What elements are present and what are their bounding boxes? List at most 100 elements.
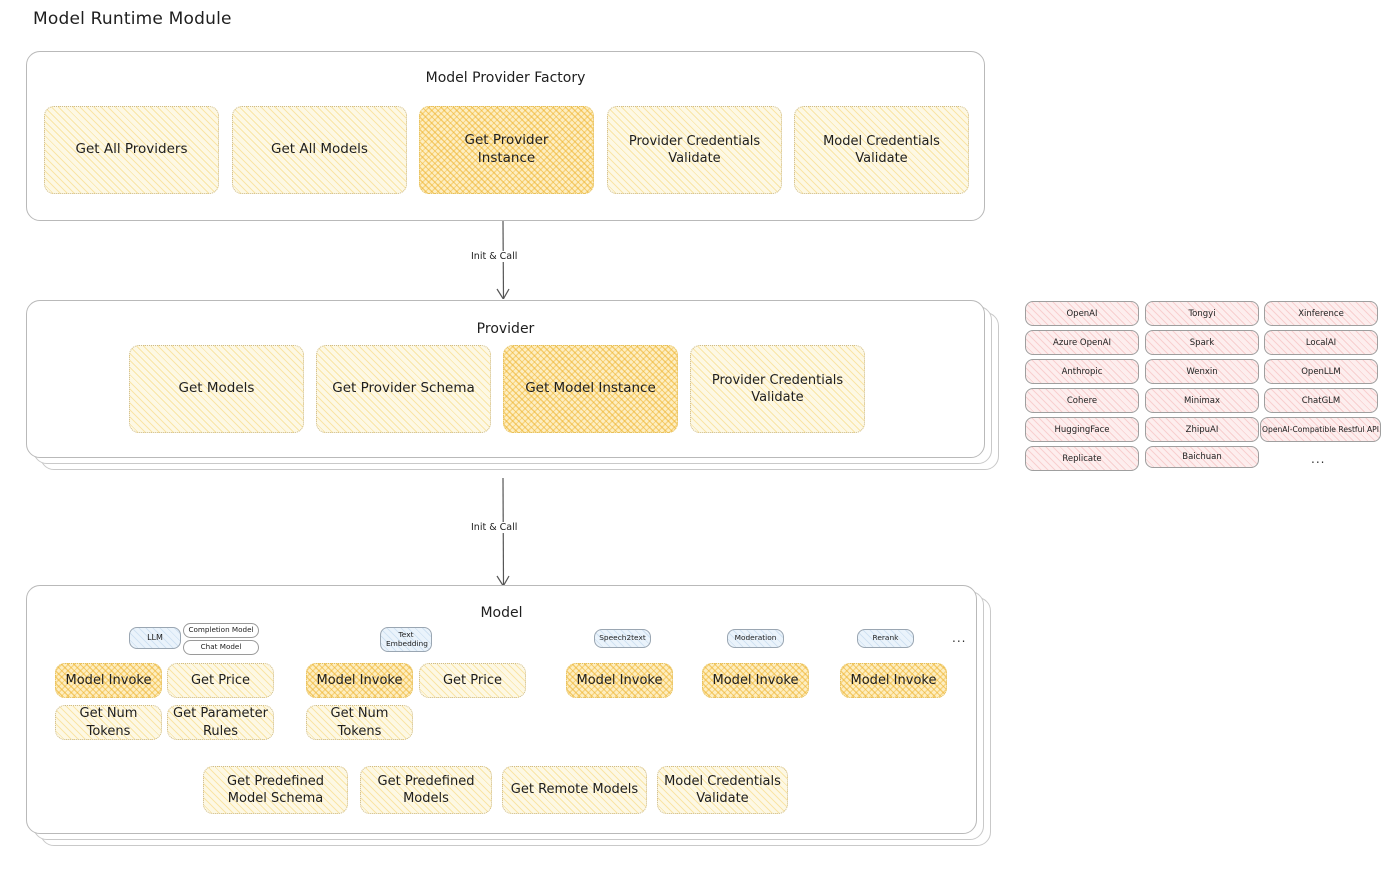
model-op-llm-get-parameter-rules[interactable]: Get Parameter Rules xyxy=(167,705,274,740)
factory-box-get-all-models[interactable]: Get All Models xyxy=(232,106,407,194)
model-op-llm-get-num-tokens[interactable]: Get Num Tokens xyxy=(55,705,162,740)
model-op-label: Model Credentials Validate xyxy=(664,773,781,806)
provider-chip-label: Tongyi xyxy=(1188,308,1216,319)
model-op-label: Model Invoke xyxy=(65,672,152,688)
factory-box-model-credentials-validate[interactable]: Model Credentials Validate xyxy=(794,106,969,194)
provider-chip-replicate[interactable]: Replicate xyxy=(1025,446,1139,471)
model-op-embedding-get-num-tokens[interactable]: Get Num Tokens xyxy=(306,705,413,740)
model-op-label: Get Predefined Models xyxy=(377,773,475,806)
factory-box-get-all-providers[interactable]: Get All Providers xyxy=(44,106,219,194)
provider-chip-openai-compatible-restful-api[interactable]: OpenAI-Compatible Restful API xyxy=(1260,417,1381,442)
provider-chip-openai[interactable]: OpenAI xyxy=(1025,301,1139,326)
model-type-chip-moderation[interactable]: Moderation xyxy=(727,629,784,648)
model-type-chip-speech2text[interactable]: Speech2text xyxy=(594,629,651,648)
provider-chip-spark[interactable]: Spark xyxy=(1145,330,1259,355)
model-subtype-label: Completion Model xyxy=(188,625,254,635)
connector-label: Init & Call xyxy=(468,251,521,262)
provider-chip-label: Minimax xyxy=(1184,395,1220,406)
provider-box-get-models[interactable]: Get Models xyxy=(129,345,304,433)
provider-title: Provider xyxy=(476,321,535,337)
page-title: Model Runtime Module xyxy=(33,9,232,29)
provider-chip-chatglm[interactable]: ChatGLM xyxy=(1264,388,1378,413)
provider-chip-azure-openai[interactable]: Azure OpenAI xyxy=(1025,330,1139,355)
model-op-llm-model-invoke[interactable]: Model Invoke xyxy=(55,663,162,698)
provider-chip-label: Replicate xyxy=(1062,453,1102,464)
provider-chip-label: Wenxin xyxy=(1186,366,1218,377)
model-type-label: Text Embedding xyxy=(386,629,428,648)
provider-box-label: Get Provider Schema xyxy=(332,380,475,397)
provider-chip-minimax[interactable]: Minimax xyxy=(1145,388,1259,413)
provider-chip-label: OpenAI xyxy=(1066,308,1098,319)
provider-box-label: Get Models xyxy=(178,380,255,397)
provider-chip-tongyi[interactable]: Tongyi xyxy=(1145,301,1259,326)
model-op-get-predefined-models[interactable]: Get Predefined Models xyxy=(360,766,492,814)
model-type-label: LLM xyxy=(147,633,163,643)
model-op-label: Get Price xyxy=(190,672,250,688)
provider-box-get-provider-schema[interactable]: Get Provider Schema xyxy=(316,345,491,433)
model-subtype-chip-chat-model[interactable]: Chat Model xyxy=(183,640,259,655)
model-op-get-remote-models[interactable]: Get Remote Models xyxy=(502,766,647,814)
model-op-model-credentials-validate[interactable]: Model Credentials Validate xyxy=(657,766,788,814)
provider-chip-wenxin[interactable]: Wenxin xyxy=(1145,359,1259,384)
provider-chip-label: Xinference xyxy=(1298,308,1344,319)
provider-chip-label: Azure OpenAI xyxy=(1053,337,1111,348)
model-op-rerank-model-invoke[interactable]: Model Invoke xyxy=(840,663,947,698)
model-op-get-predefined-model-schema[interactable]: Get Predefined Model Schema xyxy=(203,766,348,814)
provider-chip-label: Baichuan xyxy=(1182,452,1222,462)
factory-box-label: Get All Providers xyxy=(75,141,188,158)
provider-chip-xinference[interactable]: Xinference xyxy=(1264,301,1378,326)
provider-chip-label: HuggingFace xyxy=(1054,424,1110,435)
provider-chip-label: Cohere xyxy=(1066,395,1098,406)
model-op-label: Model Invoke xyxy=(576,672,663,688)
model-op-embedding-model-invoke[interactable]: Model Invoke xyxy=(306,663,413,698)
model-type-label: Speech2text xyxy=(599,633,646,643)
provider-box-label: Provider Credentials Validate xyxy=(711,372,844,405)
model-op-label: Get Price xyxy=(442,672,502,688)
provider-box-provider-credentials-validate[interactable]: Provider Credentials Validate xyxy=(690,345,865,433)
model-op-label: Get Parameter Rules xyxy=(173,706,268,739)
model-provider-factory-title: Model Provider Factory xyxy=(425,70,586,86)
model-op-moderation-model-invoke[interactable]: Model Invoke xyxy=(702,663,809,698)
model-op-label: Get Predefined Model Schema xyxy=(227,773,324,806)
provider-chip-label: Spark xyxy=(1189,337,1215,348)
provider-chip-openllm[interactable]: OpenLLM xyxy=(1264,359,1378,384)
provider-box-get-model-instance[interactable]: Get Model Instance xyxy=(503,345,678,433)
model-type-label: Moderation xyxy=(734,633,777,643)
provider-chip-anthropic[interactable]: Anthropic xyxy=(1025,359,1139,384)
provider-chip-localai[interactable]: LocalAI xyxy=(1264,330,1378,355)
model-type-label: Rerank xyxy=(872,633,899,643)
provider-box-label: Get Model Instance xyxy=(525,380,656,397)
factory-box-get-provider-instance[interactable]: Get Provider Instance xyxy=(419,106,594,194)
model-op-speech2text-model-invoke[interactable]: Model Invoke xyxy=(566,663,673,698)
connector-provider-to-model: Init & Call xyxy=(468,477,590,588)
provider-chip-baichuan[interactable]: Baichuan xyxy=(1145,446,1259,468)
provider-chip-cohere[interactable]: Cohere xyxy=(1025,388,1139,413)
factory-box-label: Model Credentials Validate xyxy=(823,133,940,166)
factory-box-label: Provider Credentials Validate xyxy=(628,133,761,166)
model-types-more: ... xyxy=(952,631,967,645)
provider-chip-huggingface[interactable]: HuggingFace xyxy=(1025,417,1139,442)
model-op-label: Model Invoke xyxy=(712,672,799,688)
provider-chip-label: OpenLLM xyxy=(1301,366,1341,377)
model-op-label: Model Invoke xyxy=(850,672,937,688)
model-subtype-label: Chat Model xyxy=(200,642,242,652)
model-type-chip-llm[interactable]: LLM xyxy=(129,627,181,649)
model-op-embedding-get-price[interactable]: Get Price xyxy=(419,663,526,698)
provider-chip-label: Anthropic xyxy=(1061,366,1103,377)
model-type-chip-rerank[interactable]: Rerank xyxy=(857,629,914,648)
connector-factory-to-provider: Init & Call xyxy=(468,220,590,301)
provider-chip-label: ZhipuAI xyxy=(1185,424,1219,435)
factory-box-label: Get All Models xyxy=(271,141,368,158)
model-op-label: Model Invoke xyxy=(316,672,403,688)
model-type-chip-text-embedding[interactable]: Text Embedding xyxy=(380,627,432,652)
model-subtype-chip-completion-model[interactable]: Completion Model xyxy=(183,623,259,638)
model-op-llm-get-price[interactable]: Get Price xyxy=(167,663,274,698)
model-op-label: Get Num Tokens xyxy=(330,706,389,739)
provider-list-more: ... xyxy=(1311,452,1326,466)
factory-box-label: Get Provider Instance xyxy=(464,132,549,166)
connector-label: Init & Call xyxy=(468,522,521,533)
model-title: Model xyxy=(480,605,523,621)
provider-chip-zhipuai[interactable]: ZhipuAI xyxy=(1145,417,1259,442)
factory-box-provider-credentials-validate[interactable]: Provider Credentials Validate xyxy=(607,106,782,194)
